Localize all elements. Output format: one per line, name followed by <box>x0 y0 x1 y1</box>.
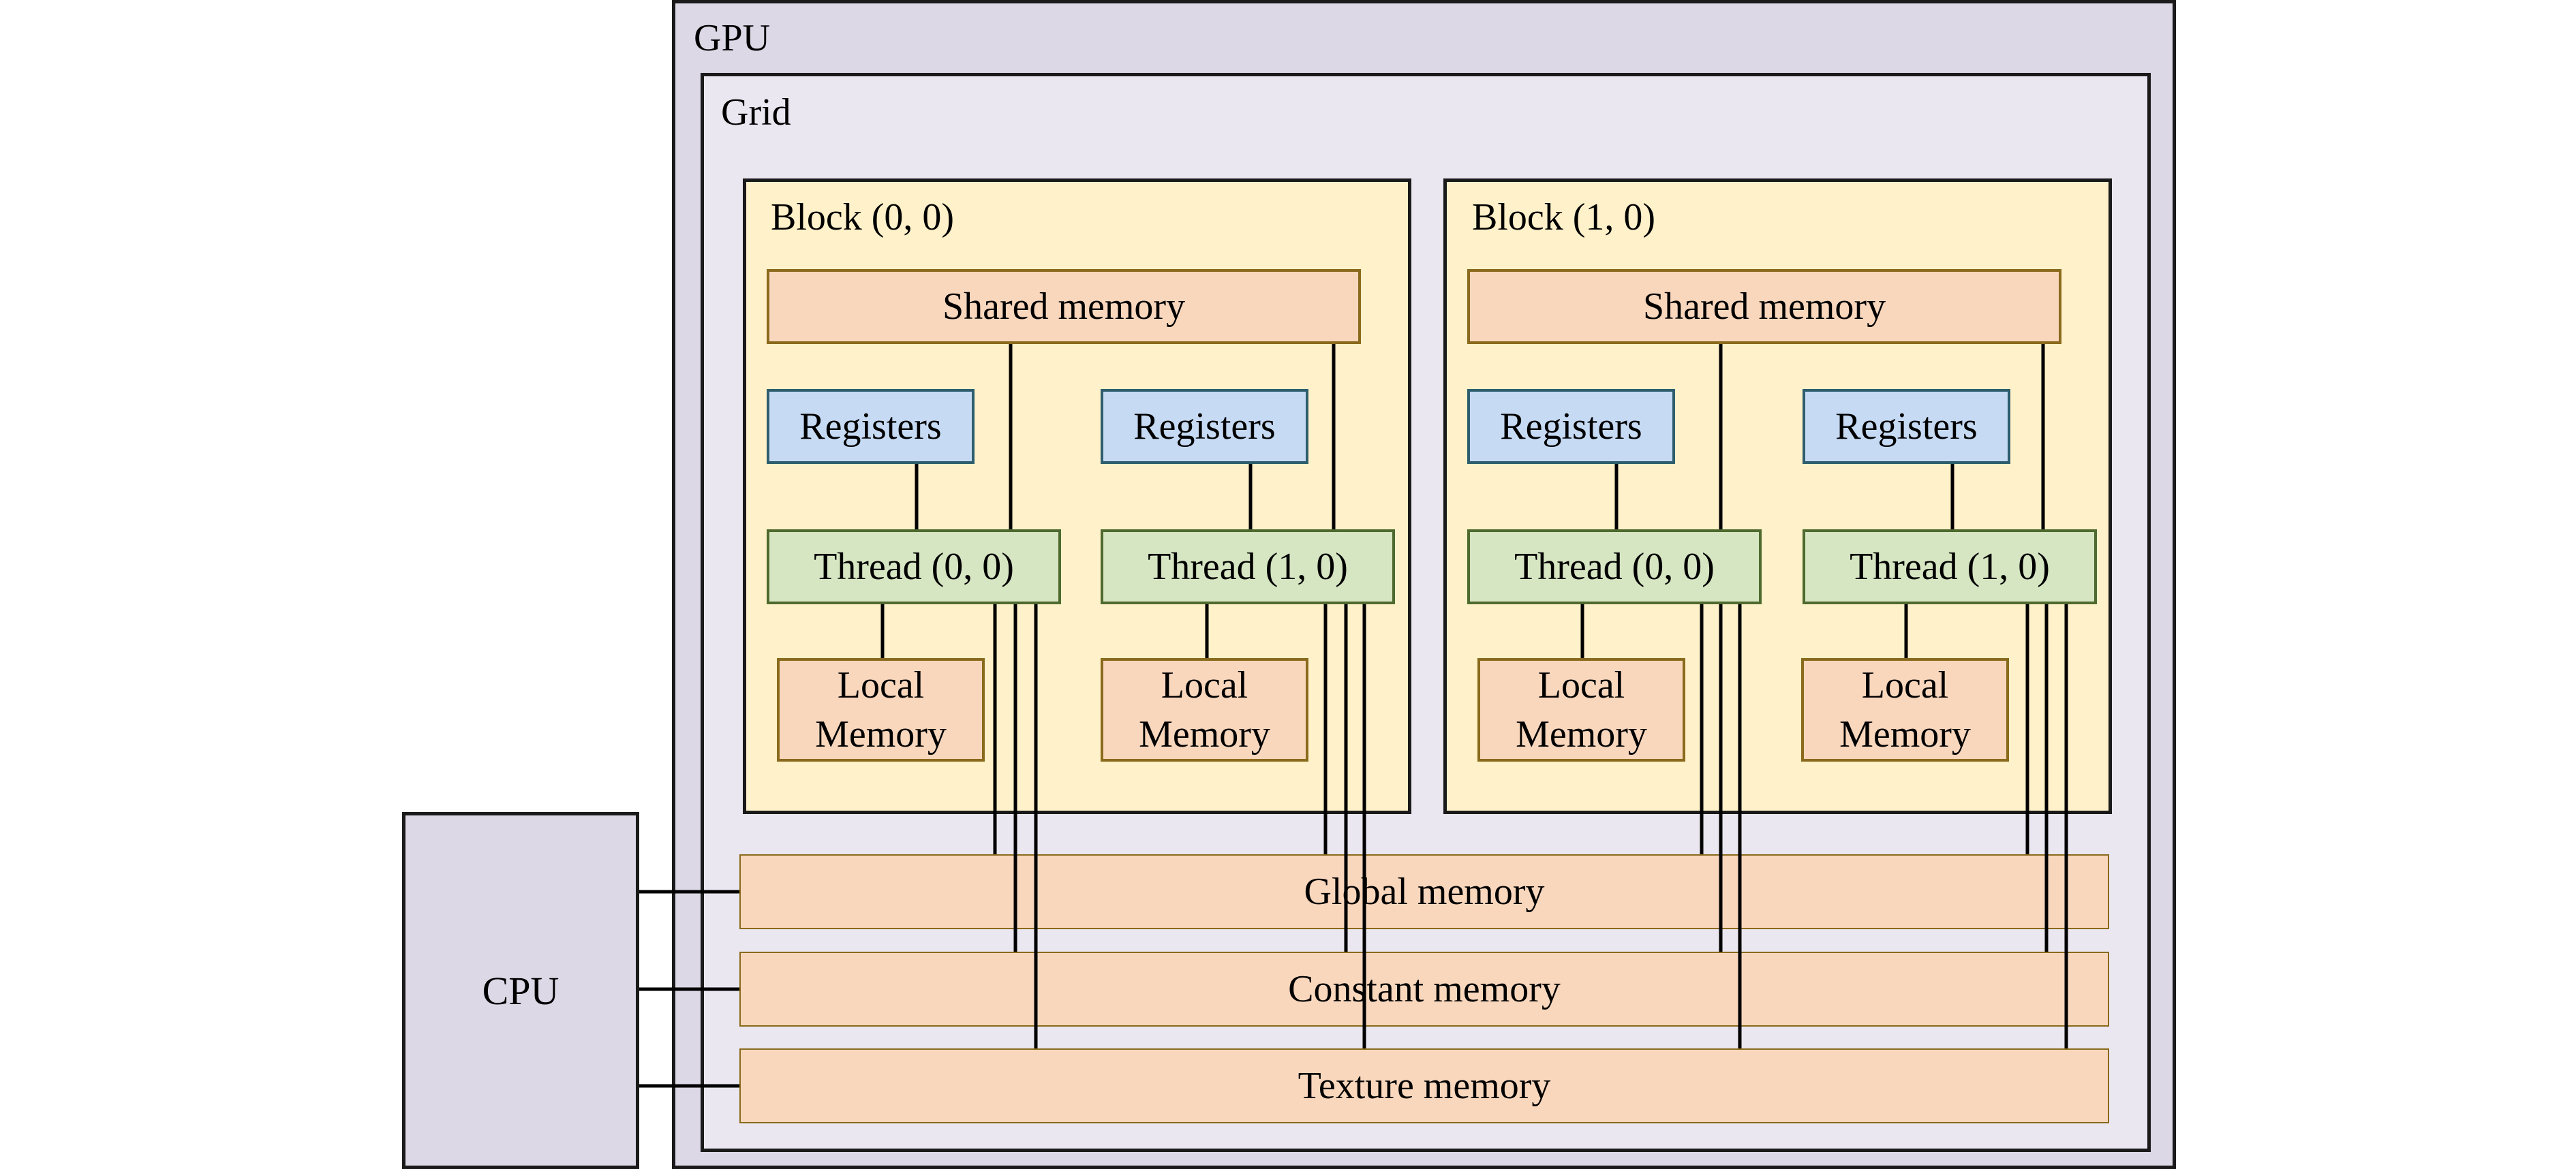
local-memory-line-1: Local <box>1861 664 1949 706</box>
block-0-thread-0-registers: Registers <box>767 389 975 464</box>
block-1-thread-1-local-memory: Local Memory <box>1801 658 2009 762</box>
local-memory-line-1: Local <box>1537 664 1625 706</box>
cpu-box: CPU <box>402 812 639 1169</box>
local-memory-line-2: Memory <box>1839 713 1971 755</box>
block-1-thread-1-registers: Registers <box>1803 389 2010 464</box>
local-memory-line-2: Memory <box>1516 713 1647 755</box>
texture-memory: Texture memory <box>739 1048 2109 1123</box>
block-0-label: Block (0, 0) <box>771 196 955 238</box>
block-0-thread-1-local-memory: Local Memory <box>1101 658 1308 762</box>
block-1-label: Block (1, 0) <box>1472 196 1656 238</box>
local-memory-line-2: Memory <box>815 713 947 755</box>
block-0-shared-memory: Shared memory <box>767 269 1361 344</box>
local-memory-line-1: Local <box>1161 664 1248 706</box>
block-1-thread-0-local-memory: Local Memory <box>1477 658 1685 762</box>
block-0-thread-0: Thread (0, 0) <box>767 529 1061 604</box>
block-0-thread-1: Thread (1, 0) <box>1101 529 1395 604</box>
grid-label: Grid <box>721 91 791 134</box>
block-1-thread-0-registers: Registers <box>1467 389 1675 464</box>
block-0-thread-1-registers: Registers <box>1101 389 1308 464</box>
local-memory-line-2: Memory <box>1139 713 1270 755</box>
global-memory: Global memory <box>739 854 2109 929</box>
block-1-thread-0: Thread (0, 0) <box>1467 529 1762 604</box>
block-1-shared-memory: Shared memory <box>1467 269 2061 344</box>
constant-memory: Constant memory <box>739 952 2109 1027</box>
local-memory-line-1: Local <box>837 664 925 706</box>
block-1-thread-1: Thread (1, 0) <box>1803 529 2097 604</box>
gpu-label: GPU <box>694 17 771 59</box>
block-0-thread-0-local-memory: Local Memory <box>777 658 985 762</box>
